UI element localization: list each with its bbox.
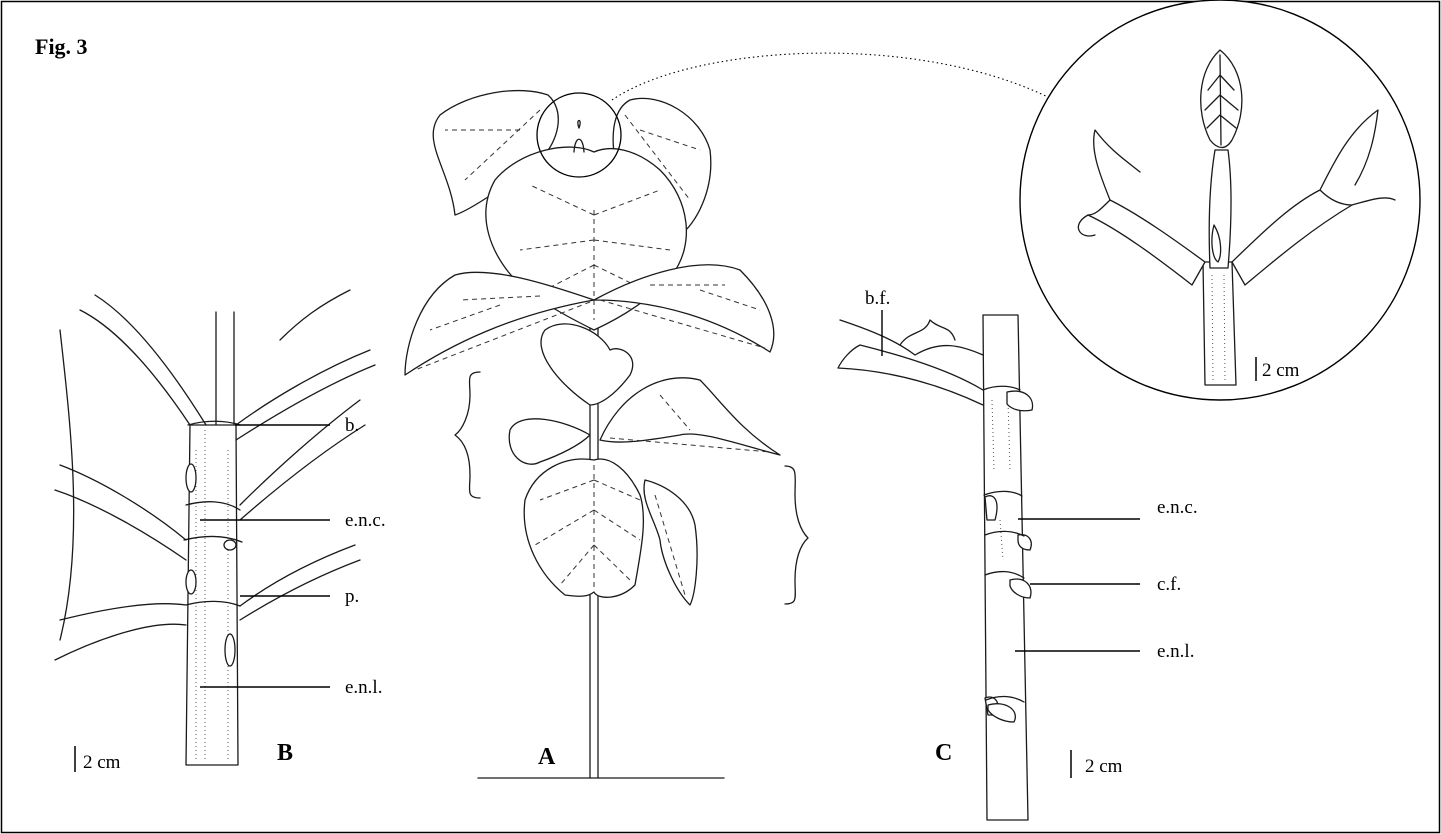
c-label-elongated: e.n.l. [1157, 641, 1194, 662]
panel-a-illustration [405, 53, 1080, 778]
b-petiole-low-right [240, 545, 360, 620]
c-cup-1 [1007, 391, 1033, 411]
c-stem [983, 315, 1028, 820]
b-bud-3 [186, 570, 196, 594]
b-leaf-blade-upper-right [280, 290, 350, 340]
b-scale-bar-label: 2 cm [83, 752, 121, 773]
inset-connector-arrow [612, 53, 1080, 115]
leaf-lower-bract [509, 419, 590, 464]
c-bract-fold [840, 320, 983, 355]
bracket-right [785, 466, 808, 604]
b-bud-4 [225, 634, 235, 666]
inset-scale-bar-label: 2 cm [1262, 360, 1300, 381]
panel-label-b: B [277, 740, 293, 766]
c-scale-bar-label: 2 cm [1085, 756, 1123, 777]
b-petiole-mid-left [55, 465, 186, 560]
c-bract-wavy [900, 320, 955, 345]
leaf-lower-right [600, 378, 780, 455]
b-bud-1 [186, 464, 196, 492]
b-label-elongated: e.n.l. [345, 677, 382, 698]
panel-label-c: C [935, 740, 952, 766]
figure-title: Fig. 3 [35, 34, 88, 59]
c-cup-2 [985, 496, 997, 520]
panel-inset-illustration [1020, 0, 1420, 400]
leaf-curled-bract [644, 480, 697, 605]
b-label-petiole: p. [345, 586, 359, 607]
leaf-basal [524, 459, 643, 597]
panel-label-a: A [538, 744, 556, 770]
c-label-encircling: e.n.c. [1157, 497, 1198, 518]
b-bud-2 [224, 540, 236, 550]
c-label-cup-fold: c.f. [1157, 574, 1181, 595]
leaf-lower-left [541, 324, 633, 405]
b-label-bract: b. [345, 415, 359, 436]
c-branch [838, 345, 983, 405]
inset-stem [1203, 262, 1236, 385]
b-label-encircling: e.n.c. [345, 510, 386, 531]
panel-b-illustration [55, 290, 375, 765]
bracket-left [455, 372, 480, 498]
b-stem-upper [216, 312, 234, 425]
b-petiole-low-left [55, 604, 186, 660]
b-petiole-upper-left [80, 295, 206, 425]
c-label-bract-fold: b.f. [865, 288, 890, 309]
b-leaf-blade-left [60, 330, 74, 640]
